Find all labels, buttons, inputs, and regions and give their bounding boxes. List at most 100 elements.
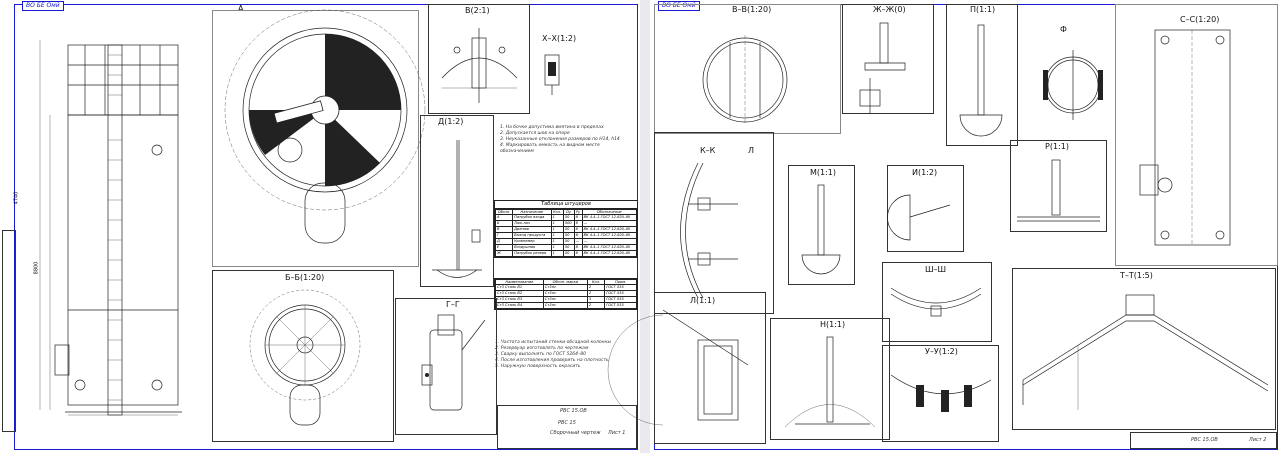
side-stamp-strip-left <box>2 230 16 432</box>
stamp-sheet-right: Лист 2 <box>1249 437 1267 443</box>
tech-note-5: 5. Наружную поверхность окрасить <box>495 364 581 369</box>
spec-table-cell: ГОСТ 535 <box>604 302 637 309</box>
view-a-frame <box>212 10 419 267</box>
view-p-detail <box>959 24 1003 137</box>
tech-notes: 1. Частота испытаний стенки обсадной кол… <box>495 340 637 370</box>
view-a-roof-drawing <box>224 9 426 244</box>
view-d-detail <box>432 140 482 278</box>
view-zhzh-detail <box>859 22 906 113</box>
view-xx-detail <box>544 54 560 95</box>
nozzle-table-cell: Патрубок резерв <box>512 250 552 257</box>
title-block-right: РВС 15.ОВ Лист 2 <box>1130 432 1277 449</box>
view-uu-detail <box>890 374 992 412</box>
nozzle-table-cell: ВК 4.4–1 ГОСТ 12.820–80 <box>581 214 638 221</box>
nozzle-table-cell: 50 <box>562 250 575 257</box>
sheet-separator <box>640 0 650 453</box>
view-label-bb: Б–Б(1:20) <box>285 273 325 282</box>
nozzle-table-cell: 1 <box>550 250 564 257</box>
note-4: 4. Маркировать емкость на видном месте <box>500 143 600 148</box>
view-label-tt: Т–Т(1:5) <box>1120 271 1153 280</box>
view-label-p: П(1:1) <box>970 5 996 14</box>
nozzle-table-cell: 6 <box>573 250 583 257</box>
tank-elevation-drawing <box>39 40 182 416</box>
view-i-detail <box>887 194 951 241</box>
nozzle-table-cell: Ж <box>494 250 514 257</box>
view-vv-frame <box>654 4 841 134</box>
view-label-l11: Л(1:1) <box>690 296 716 305</box>
nozzle-table-cell: ВК 4.4–1 ГОСТ 12.820–80 <box>581 232 638 239</box>
view-tt-frame <box>1012 268 1276 430</box>
view-d-frame <box>420 115 494 287</box>
view-ss-frame <box>1115 4 1278 266</box>
dim-h2: 8800 <box>33 261 40 275</box>
corner-tag-right: ВО БЕ Омй <box>658 1 700 11</box>
view-label-n: Н(1:1) <box>820 320 846 329</box>
view-label-d: Д(1:2) <box>438 117 464 126</box>
view-v21-detail <box>441 28 518 103</box>
general-notes: 1. На бочке допустима вмятина в пределах… <box>500 125 630 155</box>
note-1: 1. На бочке допустима вмятина в пределах <box>500 125 604 130</box>
view-zhzh-frame <box>842 4 934 114</box>
nozzle-table-title: Таблица штуцеров <box>495 201 637 209</box>
view-label-l: Л <box>748 146 755 155</box>
view-bb-frame <box>212 270 394 442</box>
stamp-title-left: РВС 15 <box>558 420 576 426</box>
stamp-doc-code-left: РВС 15.ОВ <box>560 408 587 414</box>
view-l-frame <box>654 292 766 444</box>
view-label-f: Ф <box>1060 25 1067 34</box>
view-gg-frame <box>395 298 497 435</box>
view-label-m: М(1:1) <box>810 168 837 177</box>
view-label-r: Р(1:1) <box>1045 142 1069 151</box>
tech-note-3: 3. Сварку выполнять по ГОСТ 5264–80 <box>495 352 586 357</box>
spec-table-cell: 2 <box>586 302 606 309</box>
tech-note-2: 2. Резервуар изготовлять по чертежам <box>495 346 589 351</box>
view-shsh-frame <box>882 262 992 342</box>
nozzle-table-cell: ВК 4.4–1 ГОСТ 12.820–80 <box>581 226 638 233</box>
view-label-vv: В–В(1:20) <box>732 5 772 14</box>
view-r-detail <box>1017 159 1100 222</box>
view-label-v21: В(2:1) <box>465 6 490 15</box>
spec-table-cell: Ст3 Сталь В4 <box>495 302 544 309</box>
view-kk-detail <box>680 162 738 299</box>
view-m-frame <box>788 165 855 285</box>
view-gg-detail <box>421 314 486 411</box>
dim-height: 4740 <box>13 191 20 205</box>
nozzle-table-header: Обозн. <box>494 209 514 215</box>
view-label-a: А <box>238 4 244 13</box>
view-bb-section <box>249 289 361 426</box>
view-label-i: И(1:2) <box>912 168 938 177</box>
note-5: обозначением <box>500 149 534 154</box>
note-3: 3. Неуказанные отклонения размеров по Н1… <box>500 137 620 142</box>
spec-table-cell: Ст3пс <box>542 302 588 309</box>
view-vv-section <box>702 35 788 125</box>
view-m-detail <box>801 184 841 275</box>
title-block-left: РВС 15.ОВ РВС 15 Сборочный чертеж Лист 1 <box>497 405 637 449</box>
view-label-zhzh: Ж–Ж(0) <box>873 5 906 14</box>
view-ss-elevation <box>1139 29 1231 246</box>
note-2: 2. Допускается шов на опоре <box>500 131 570 136</box>
view-label-kk: К–К <box>700 146 716 155</box>
view-v21-frame <box>428 4 530 114</box>
view-label-uu: У–У(1:2) <box>925 347 958 356</box>
tech-note-4: 4. После изготовления проверить на плотн… <box>495 358 609 363</box>
drawing-sheet-right: ВО БЕ Омй В–В(1:20) Ж–Ж(0) П(1:1) Ф С–С(… <box>607 0 1280 453</box>
view-label-shsh: Ш–Ш <box>925 265 947 274</box>
stamp-sheet-left: Лист 1 <box>608 430 626 436</box>
nozzle-table-cell: ВК 4.4–1 ГОСТ 12.820–80 <box>581 250 638 257</box>
tech-note-1: 1. Частота испытаний стенки обсадной кол… <box>495 340 612 345</box>
corner-tag-left: ВО БЕ Омй <box>22 1 64 11</box>
view-uu-frame <box>882 345 999 442</box>
view-r-frame <box>1010 140 1107 232</box>
view-label-xx: Х–Х(1:2) <box>542 34 577 43</box>
stamp-subtitle-left: Сборочный чертеж <box>550 430 601 436</box>
view-shsh-detail <box>890 287 982 317</box>
